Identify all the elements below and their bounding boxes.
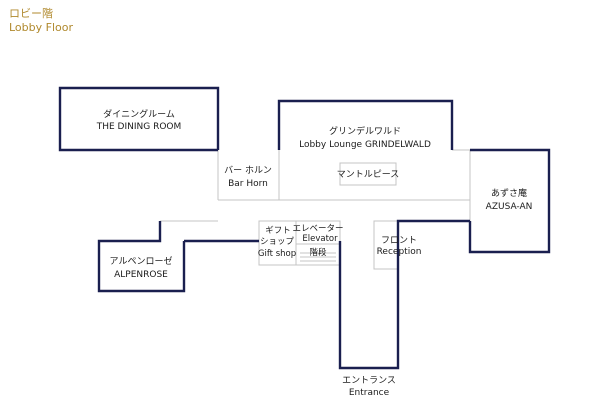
elevator-label-en: Elevator [302,234,338,244]
azusa-walls [468,148,551,254]
floor-title-en: Lobby Floor [9,21,74,34]
stairs-label: 階段 [309,247,327,258]
elevator-label-jp: エレベーター [292,224,343,234]
entrance-corridor-walls [338,219,470,370]
bar-label-jp: バー ホルン [224,165,272,176]
azusa-label-en: AZUSA-AN [486,202,533,212]
dining-label-en: THE DINING ROOM [96,122,182,132]
gift-shop-box[interactable] [258,220,297,266]
reception-box[interactable] [373,220,399,270]
lounge-label-jp: グリンデルワルド [329,125,401,137]
alpenrose-label-en: ALPENROSE [114,270,168,280]
mantelpiece-label: マントルピース [337,169,400,180]
floor-title-jp: ロビー階 [9,7,53,20]
alpenrose-walls [97,221,186,293]
gift-label-jp-2: ショップ [260,237,295,247]
reception-label-en: Reception [377,247,422,257]
gift-label-en: Gift shop [258,249,296,259]
dining-room-walls [58,86,220,152]
bar-label-en: Bar Horn [228,179,268,189]
entrance-label-en: Entrance [349,388,390,398]
entrance-label-jp: エントランス [342,375,396,386]
alpenrose-label-jp: アルペンローゼ [110,255,173,267]
lounge-label-en: Lobby Lounge GRINDELWALD [299,140,431,150]
lounge-walls [277,99,454,150]
reception-label-jp: フロント [381,236,417,246]
dining-label-jp: ダイニングルーム [103,108,175,120]
mantelpiece-box[interactable] [339,162,397,186]
azusa-label-jp: あずさ庵 [491,187,527,199]
gift-label-jp-1: ギフト [265,226,291,236]
